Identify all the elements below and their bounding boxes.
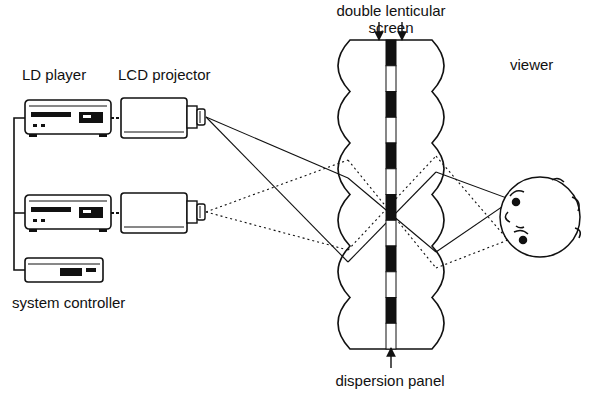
pointer-arrow [390, 348, 391, 368]
panel-segment [386, 298, 396, 324]
dispersion-panel-strip [386, 40, 396, 349]
control-wire [14, 118, 25, 270]
panel-segment [386, 169, 396, 195]
lenticular-outline [338, 40, 444, 349]
ld-player-device [25, 195, 111, 232]
lcd-projector-device [121, 193, 205, 233]
system-controller-device [25, 258, 103, 282]
video-link [111, 212, 120, 214]
device-label: system controller [12, 294, 162, 311]
viewer-face [500, 177, 580, 257]
panel-label: dispersion panel [300, 372, 480, 389]
panel-segment [386, 92, 396, 118]
device-label: LCD projector [118, 66, 228, 83]
panel-segment [386, 143, 396, 169]
ld-player-device [25, 100, 111, 137]
screen-label: double lenticular screen [330, 2, 452, 36]
viewer-label: viewer [510, 56, 580, 73]
panel-segment [386, 117, 396, 143]
video-link [111, 117, 120, 119]
panel-segment [386, 323, 396, 349]
panel-segment [386, 246, 396, 272]
panel-segment [386, 272, 396, 298]
panel-segment [386, 220, 396, 246]
panel-segment [386, 40, 396, 66]
panel-segment [386, 195, 396, 221]
panel-segment [386, 66, 396, 92]
lcd-projector-device [121, 98, 205, 138]
device-label: LD player [22, 66, 122, 83]
double-lenticular-screen [338, 40, 444, 349]
